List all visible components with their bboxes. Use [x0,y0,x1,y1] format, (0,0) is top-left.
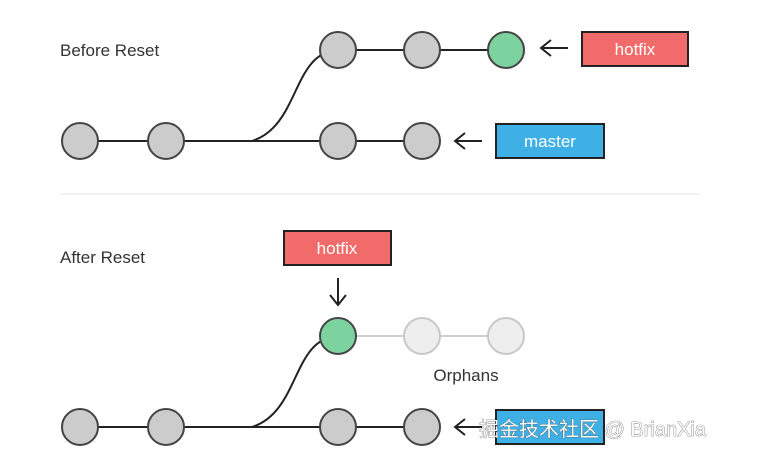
hotfix-branch-tag-after [283,230,392,266]
commit-node [319,31,357,69]
hotfix-head-commit [487,31,525,69]
commit-node [61,122,99,160]
hotfix-tag-label-after: hotfix [317,239,358,258]
before-reset-title: Before Reset [60,41,159,60]
before-reset-section: Before Reset hotfix master [60,31,689,160]
commit-node [319,122,357,160]
after-reset-section: After Reset hotfix Orphans [60,230,605,446]
master-head-commit [403,122,441,160]
master-branch-tag [495,123,605,159]
after-reset-title: After Reset [60,248,145,267]
commit-node [319,408,357,446]
hotfix-branch-tag [581,31,689,67]
orphans-label: Orphans [433,366,498,385]
commit-node [147,122,185,160]
hotfix-head-commit-after [319,317,357,355]
master-pointer-arrow-after [453,418,482,436]
hotfix-pointer-arrow [539,39,568,57]
master-head-commit-after [403,408,441,446]
orphan-commit-node [487,317,525,355]
hotfix-tag-label: hotfix [615,40,656,59]
watermark-text: 掘金技术社区 @ BrianXia [479,418,707,441]
master-tag-label: master [524,132,576,151]
orphan-commit-node [403,317,441,355]
master-branch-tag-after [495,409,605,445]
commit-node [147,408,185,446]
commit-node [403,31,441,69]
commit-node [61,408,99,446]
hotfix-pointer-arrow-down [329,278,347,307]
master-pointer-arrow [453,132,482,150]
